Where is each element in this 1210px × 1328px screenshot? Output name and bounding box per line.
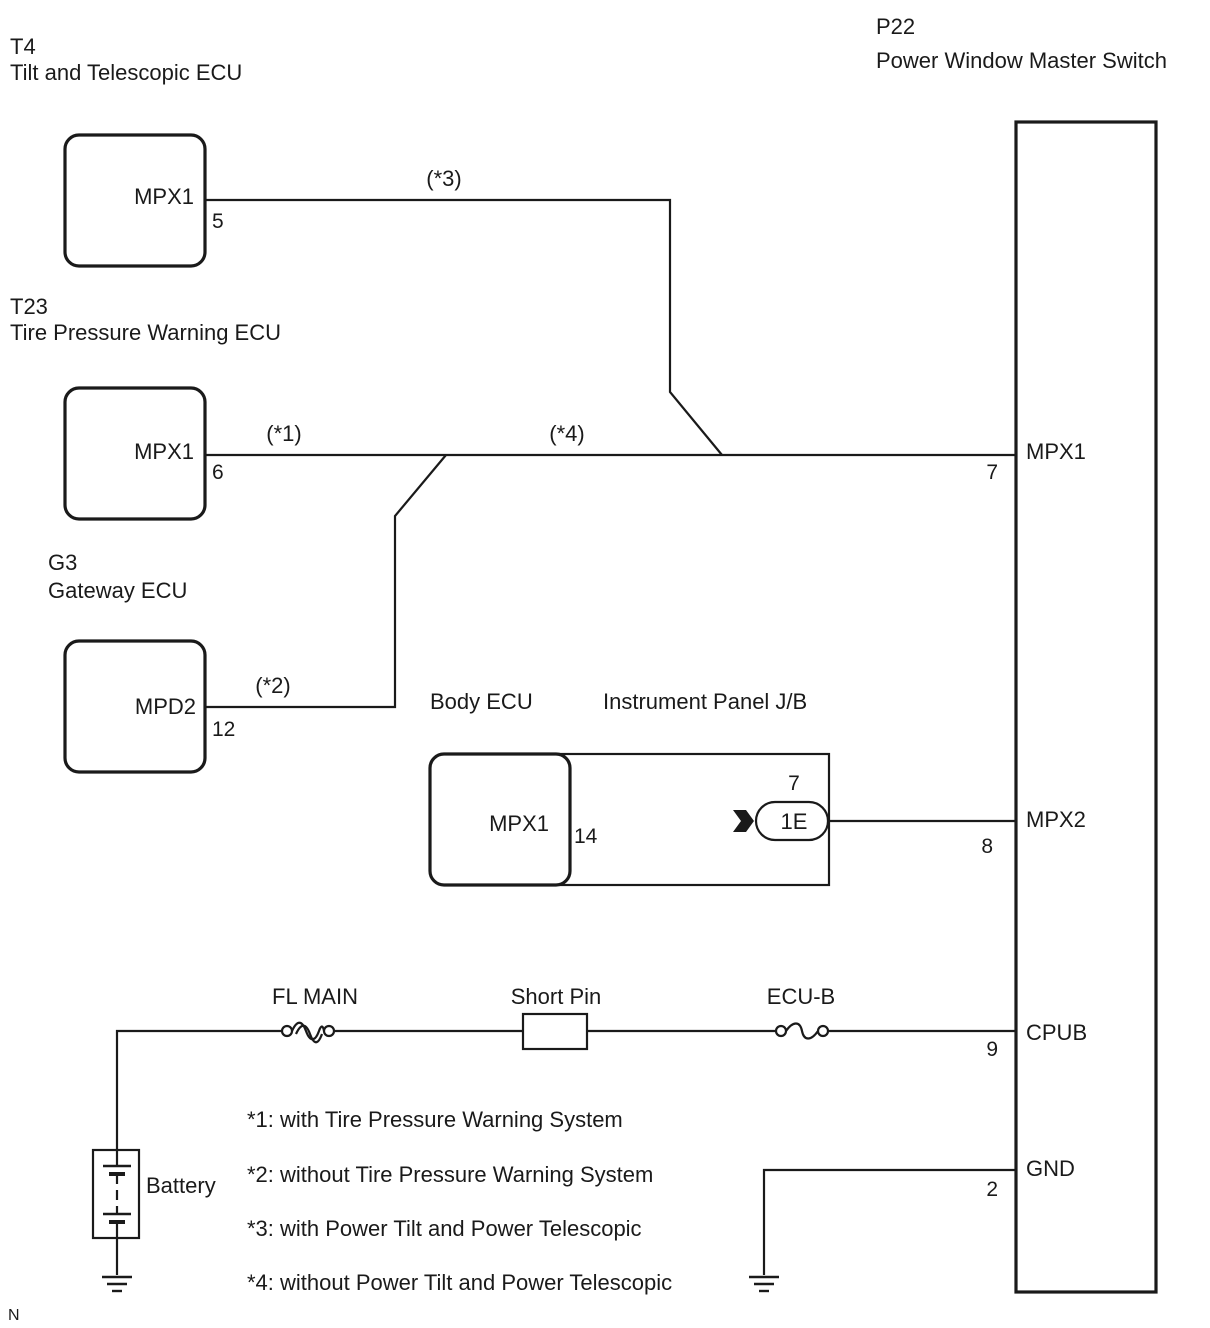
p22-code: P22: [876, 14, 915, 39]
connector-arrow-icon: [733, 810, 754, 832]
t4-name: Tilt and Telescopic ECU: [10, 60, 242, 85]
connector-1e: [754, 800, 830, 842]
t23-code: T23: [10, 294, 48, 319]
t23-name: Tire Pressure Warning ECU: [10, 320, 281, 345]
ground-icon: [102, 1275, 132, 1293]
body-ecu-box: [428, 752, 572, 887]
battery-label: Battery: [146, 1173, 216, 1198]
g3-code: G3: [48, 550, 77, 575]
note-4: *4: without Power Tilt and Power Telesco…: [247, 1270, 672, 1295]
fuse-fl-main-label: FL MAIN: [272, 984, 358, 1009]
corner-mark: N: [8, 1307, 20, 1324]
wire-gnd: [762, 1168, 1016, 1275]
short-pin-label: Short Pin: [511, 984, 602, 1009]
g3-box: [63, 639, 207, 774]
p22-box: [1014, 120, 1158, 1294]
p22-terminal-mpx1: MPX1: [1026, 439, 1086, 464]
wire-t4: [205, 198, 723, 456]
short-pin-icon: [521, 1012, 589, 1051]
wire-tag-g3: (*2): [255, 673, 290, 698]
ground-icon: [749, 1275, 779, 1293]
t23-terminal: MPX1: [134, 439, 194, 464]
p22-terminal-gnd: GND: [1026, 1156, 1075, 1181]
body-ecu-terminal: MPX1: [489, 811, 549, 836]
wire-tag-shared: (*4): [549, 421, 584, 446]
t4-code: T4: [10, 34, 36, 59]
g3-name: Gateway ECU: [48, 578, 187, 603]
p22-pin-cpub: 9: [986, 1038, 998, 1061]
t23-box: [63, 386, 207, 521]
battery-icon: [91, 1148, 141, 1240]
t23-pin: 6: [212, 461, 224, 484]
fuse-ecu-b-label: ECU-B: [767, 984, 835, 1009]
t4-terminal: MPX1: [134, 184, 194, 209]
note-3: *3: with Power Tilt and Power Telescopic: [247, 1216, 642, 1241]
g3-pin: 12: [212, 718, 235, 741]
wire-tag-t23: (*1): [266, 421, 301, 446]
note-1: *1: with Tire Pressure Warning System: [247, 1107, 623, 1132]
jb-name: Instrument Panel J/B: [603, 689, 807, 714]
p22-pin-mpx1: 7: [986, 461, 998, 484]
jb-pin: 7: [788, 772, 800, 795]
p22-pin-gnd: 2: [986, 1178, 998, 1201]
p22-terminal-mpx2: MPX2: [1026, 807, 1086, 832]
wire-battery-up: [115, 1029, 282, 1150]
fuse-fl-main-icon: [280, 1021, 336, 1044]
g3-terminal: MPD2: [135, 694, 196, 719]
t4-box: [63, 133, 207, 268]
wire-g3: [205, 454, 447, 709]
body-ecu-pin: 14: [574, 825, 598, 848]
note-2: *2: without Tire Pressure Warning System: [247, 1162, 653, 1187]
p22-terminal-cpub: CPUB: [1026, 1020, 1087, 1045]
fuse-ecu-b-icon: [774, 1022, 830, 1040]
body-ecu-name: Body ECU: [430, 689, 533, 714]
connector-1e-label: 1E: [781, 809, 808, 834]
t4-pin: 5: [212, 210, 224, 233]
p22-pin-mpx2: 8: [981, 835, 993, 858]
p22-name: Power Window Master Switch: [876, 48, 1167, 73]
wire-tag-t4: (*3): [426, 166, 461, 191]
